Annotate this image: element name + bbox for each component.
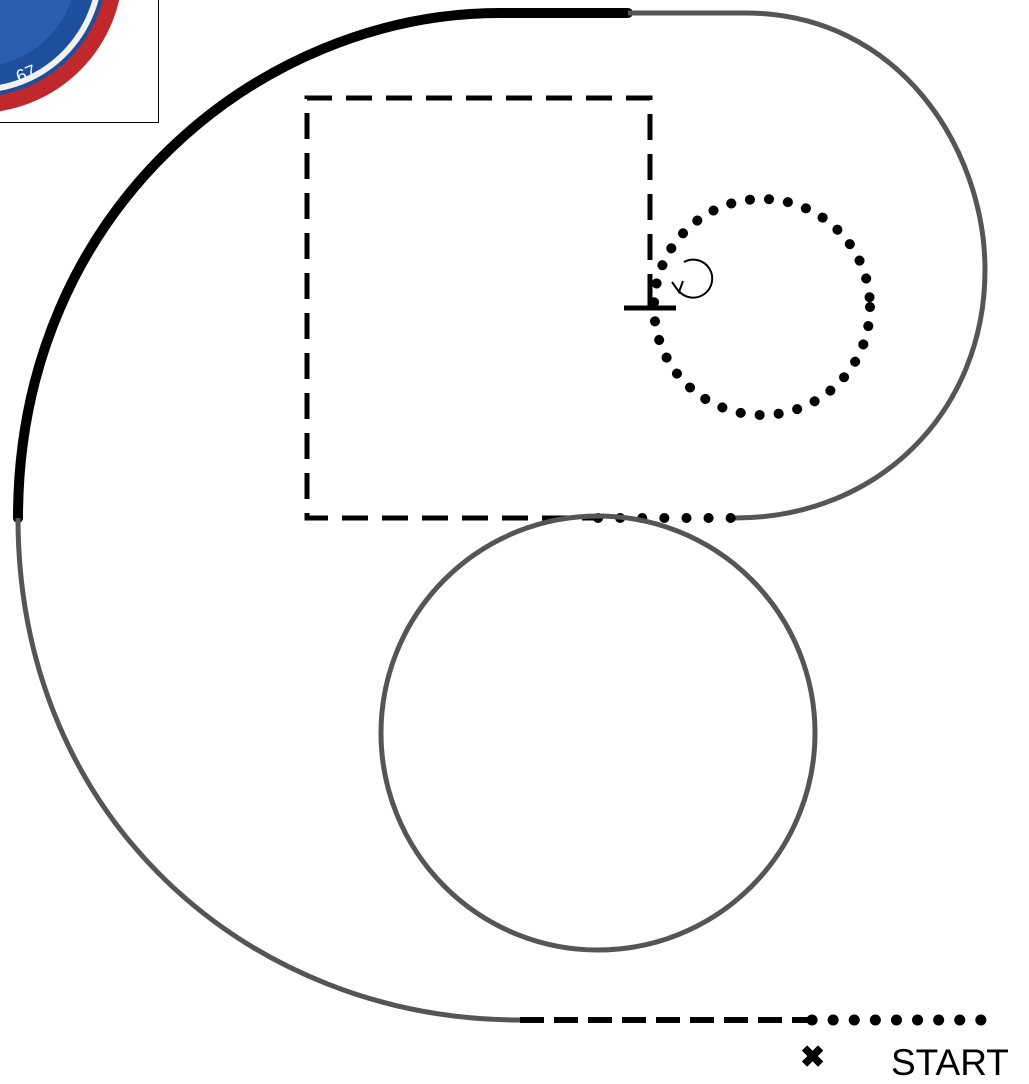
top-right-loop: [628, 13, 985, 518]
rotation-icon: [672, 260, 712, 298]
dashed-square: [307, 98, 650, 518]
start-x-icon: ✖: [800, 1043, 825, 1073]
outer-arc-top-left: [18, 13, 628, 518]
inner-circle: [381, 516, 815, 950]
outer-arc-bottom-left: [18, 518, 520, 1020]
start-label: START: [891, 1044, 1009, 1081]
dotted-circle: [654, 199, 870, 415]
